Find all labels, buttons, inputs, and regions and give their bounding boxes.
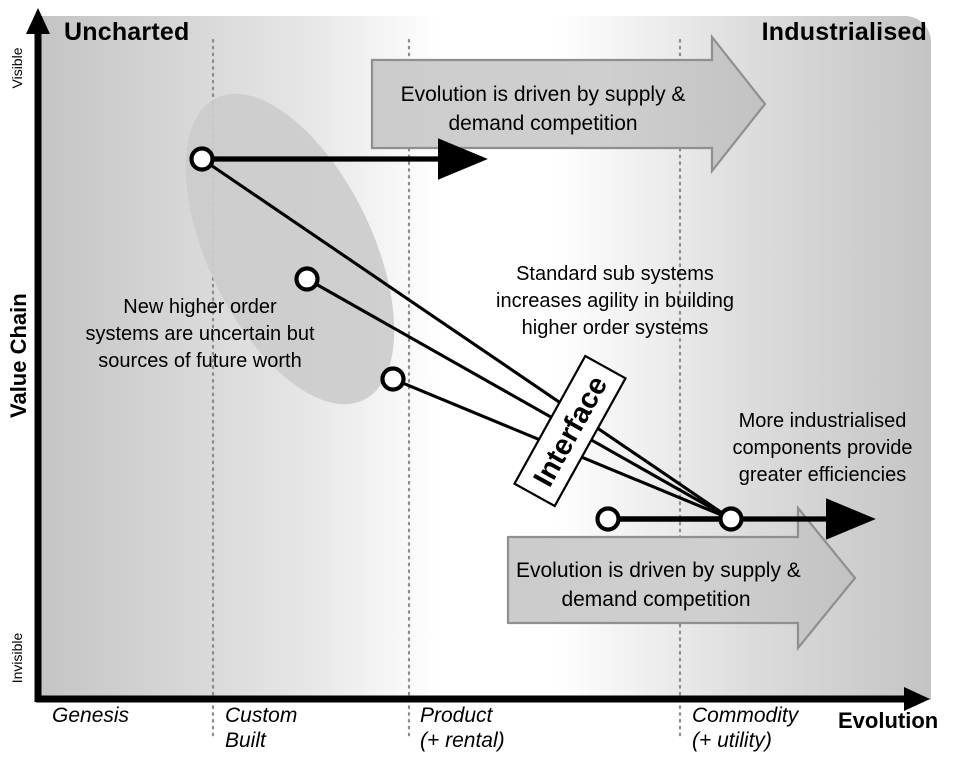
component-node[interactable] (189, 146, 215, 172)
x-tick-genesis-line1: Genesis (52, 704, 130, 727)
uncertainty-note-line1: New higher order (123, 296, 277, 318)
top-evolution-banner-shape (370, 33, 767, 175)
component-node[interactable] (380, 366, 406, 392)
x-tick-product: Product (+ rental) (420, 703, 505, 753)
bottom-banner-line2: demand competition (561, 588, 751, 611)
industrialised-components-line1: More industrialised (738, 410, 907, 432)
x-tick-product-line1: Product (420, 704, 493, 727)
y-axis-title: Value Chain (6, 293, 31, 418)
x-tick-commodity-line2: (+ utility) (692, 729, 772, 752)
y-axis-arrowhead (26, 8, 50, 34)
industrialised-components-line2: components provide (732, 437, 913, 459)
component-nodes (189, 146, 744, 532)
link-n1-n5 (201, 157, 732, 521)
x-tick-product-line2: (+ rental) (420, 729, 505, 752)
y-axis-bottom-label: Invisible (9, 632, 25, 684)
industrialised-components-note: More industrialised components provide g… (715, 408, 930, 489)
x-tick-custom-built-line1: Custom (225, 704, 298, 727)
standard-sub-systems-line1: Standard sub systems (516, 263, 714, 285)
bottom-evolution-banner-shape (506, 504, 857, 652)
standard-sub-systems-line2: increases agility in building (496, 290, 734, 312)
x-tick-commodity-line1: Commodity (692, 704, 799, 727)
uncertainty-ellipse (185, 93, 395, 405)
component-node[interactable] (595, 506, 621, 532)
y-axis-top-label: Visible (9, 47, 25, 89)
x-tick-commodity: Commodity (+ utility) (692, 703, 798, 753)
x-axis-arrowhead (904, 687, 930, 711)
zone-label-uncharted: Uncharted (64, 18, 190, 46)
x-tick-genesis: Genesis (52, 703, 129, 728)
uncertainty-note: New higher order systems are uncertain b… (80, 294, 320, 375)
uncertainty-note-line3: sources of future worth (98, 350, 302, 372)
top-banner-line2: demand competition (448, 112, 638, 135)
x-tick-custom-built-line2: Built (225, 729, 266, 752)
top-evolution-banner-text: Evolution is driven by supply & demand c… (378, 80, 708, 138)
top-banner-line1: Evolution is driven by supply & (400, 83, 686, 106)
x-axis (36, 687, 930, 711)
standard-sub-systems-line3: higher order systems (521, 317, 709, 339)
component-node[interactable] (718, 506, 744, 532)
uncertainty-note-line2: systems are uncertain but (85, 323, 315, 345)
dependency-links (201, 157, 732, 522)
y-axis (26, 8, 50, 702)
movement-arrows (202, 138, 876, 540)
standard-sub-systems-note: Standard sub systems increases agility i… (480, 261, 750, 342)
component-node[interactable] (294, 266, 320, 292)
bottom-evolution-banner-text: Evolution is driven by supply & demand c… (516, 556, 801, 614)
x-tick-custom-built: Custom Built (225, 703, 297, 753)
zone-label-industrialised: Industrialised (761, 18, 927, 46)
industrialised-components-line3: greater efficiencies (738, 464, 907, 486)
bottom-banner-line1: Evolution is driven by supply & (516, 559, 801, 582)
link-n2-n5 (306, 277, 732, 521)
x-axis-title: Evolution (838, 708, 939, 733)
